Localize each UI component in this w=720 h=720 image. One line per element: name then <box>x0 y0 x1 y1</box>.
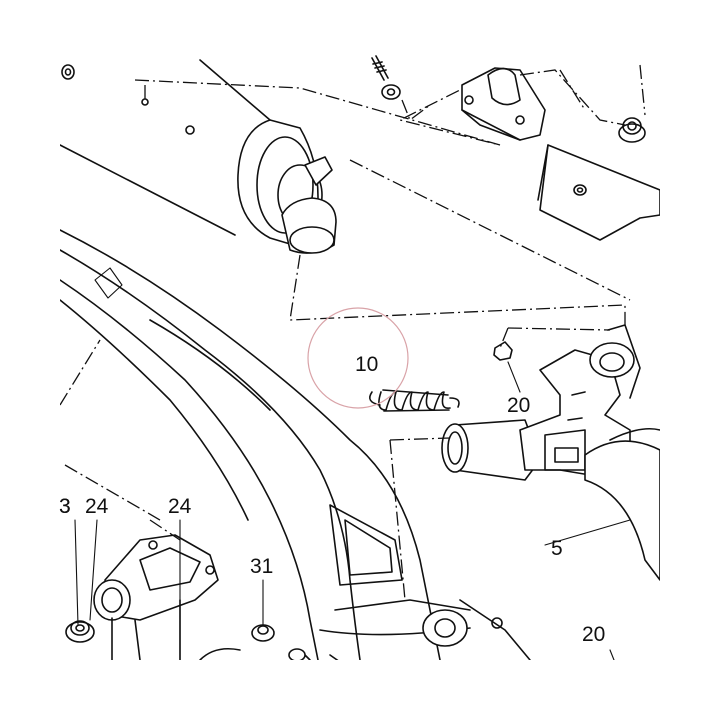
muffler <box>59 59 337 254</box>
callout-3: 3 <box>59 495 71 518</box>
callout-24-left: 24 <box>85 495 109 518</box>
leader-lines <box>74 361 631 661</box>
bracket-lower-left <box>93 534 219 661</box>
callout-5: 5 <box>551 537 563 560</box>
bottom-fragments <box>199 647 306 662</box>
heat-shield-right <box>537 144 661 241</box>
frame <box>59 229 531 663</box>
grommet-top-left <box>61 64 75 80</box>
callout-3-copy: 3 <box>59 495 71 518</box>
callout-20-lower: 20 <box>582 623 605 646</box>
callout-24-right: 24 <box>168 495 192 518</box>
callout-10: 10 <box>355 353 378 376</box>
callout-20-upper: 20 <box>507 394 530 417</box>
nut-31 <box>251 624 275 642</box>
grommet-lower-left <box>65 620 95 643</box>
exhaust-pipe <box>441 324 661 581</box>
highlight-circle <box>307 307 409 409</box>
grommet-top-right <box>618 117 646 143</box>
bolt-top <box>371 55 401 100</box>
bracket-top-center <box>461 67 546 141</box>
callout-31: 31 <box>250 555 273 578</box>
assembly-lines <box>59 64 646 601</box>
nut-upper <box>493 341 513 361</box>
spring <box>369 389 460 412</box>
